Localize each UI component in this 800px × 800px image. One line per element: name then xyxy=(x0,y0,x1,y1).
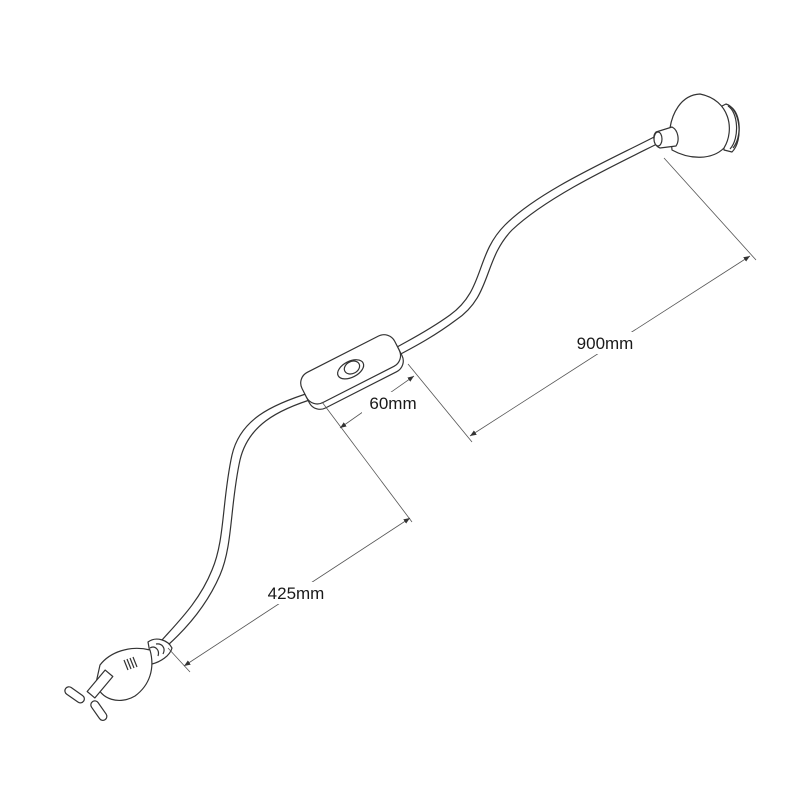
dimension-900mm: 900mm xyxy=(407,157,757,443)
grip-texture-icon xyxy=(123,656,138,671)
dimension-label-425mm: 425mm xyxy=(268,584,325,603)
dimension-label-900mm: 900mm xyxy=(577,334,634,353)
dimension-label-60mm: 60mm xyxy=(369,394,416,413)
cable-upper xyxy=(391,133,664,357)
plug xyxy=(64,638,173,721)
toggle-icon xyxy=(337,359,365,380)
dimension-60mm: 60mm xyxy=(321,375,424,523)
dimension-425mm: 425mm xyxy=(167,517,411,673)
cable-lower xyxy=(161,391,317,646)
lamp-holder xyxy=(653,93,740,158)
